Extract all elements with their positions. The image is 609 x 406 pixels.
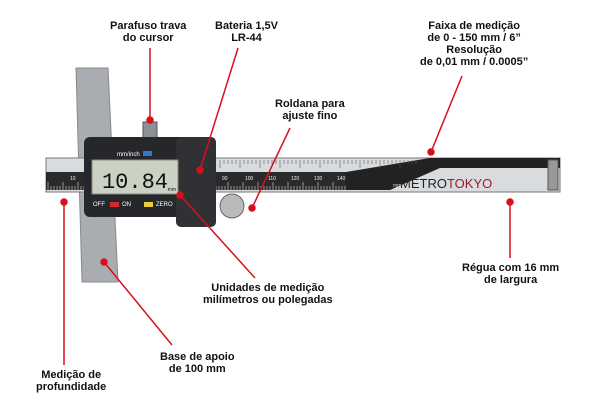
scale-tick-label: 90 — [222, 176, 228, 182]
zero-button — [144, 202, 153, 207]
svg-text:OFF: OFF — [93, 202, 105, 208]
svg-text:ON: ON — [122, 202, 131, 208]
lcd-display — [91, 159, 179, 195]
svg-text:10.84: 10.84 — [102, 170, 168, 195]
svg-text:mm: mm — [393, 183, 401, 189]
scale-tick-label: 10 — [70, 176, 76, 182]
fine-adjust-wheel — [219, 193, 245, 219]
svg-text:mm: mm — [168, 187, 176, 193]
scale-tick-label: 130 — [314, 176, 323, 182]
unit-button — [143, 151, 152, 156]
on-off-button — [110, 202, 119, 207]
scale-tick-label: 100 — [245, 176, 254, 182]
svg-text:mm/inch: mm/inch — [117, 152, 140, 158]
svg-text:ZERO: ZERO — [156, 202, 173, 208]
brand-logo: METROTOKYO — [400, 176, 492, 191]
ruler-ticks: 10 90 100 110 120 130 140 — [47, 160, 417, 190]
scale-tick-label: 110 — [268, 176, 276, 182]
scale-tick-label: 120 — [291, 176, 300, 182]
leader-lines — [60, 47, 514, 365]
scale-tick-label: 140 — [337, 176, 346, 182]
